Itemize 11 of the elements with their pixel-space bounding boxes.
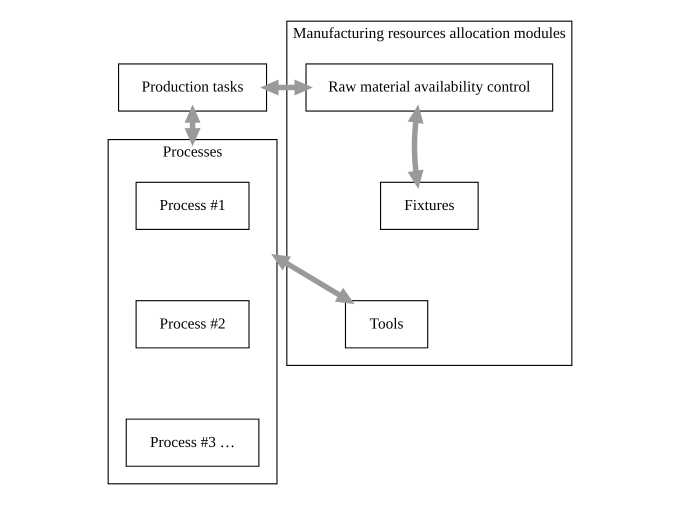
node-box: Fixtures	[380, 182, 478, 230]
node-box: Process #1	[135, 182, 250, 230]
node-box: Raw material availability control	[304, 63, 553, 112]
node-box: Process #2	[135, 300, 250, 348]
arrow	[260, 80, 312, 96]
arrow	[407, 104, 424, 189]
node-box: Tools	[344, 300, 428, 348]
node-box: Production tasks	[118, 63, 267, 112]
arrow	[184, 104, 200, 146]
arrow	[270, 254, 354, 304]
node-box: Process #3 …	[125, 418, 259, 467]
